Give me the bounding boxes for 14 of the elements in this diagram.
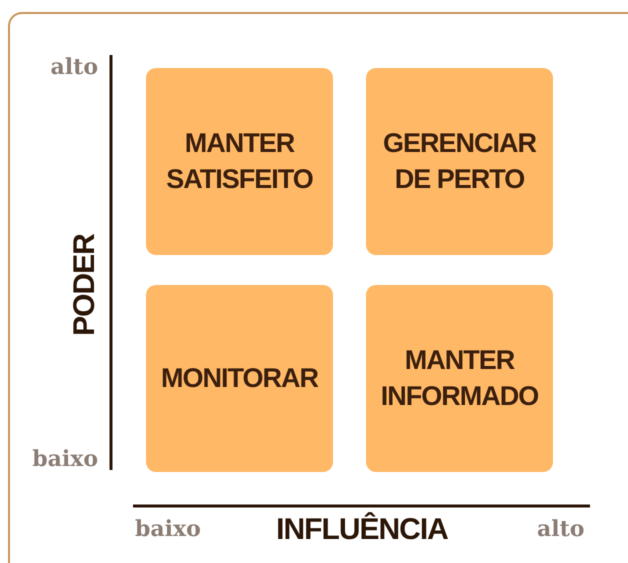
axis-value: alto (50, 54, 98, 80)
axis-value: baixo (32, 446, 98, 472)
quadrant-label: GERENCIAR DE PERTO (382, 127, 538, 196)
axis-value: baixo (135, 516, 201, 542)
quadrant-label: MANTER INFORMADO (380, 344, 540, 412)
quadrant-box (366, 285, 553, 472)
axis-title: INFLUÊNCIA (276, 513, 448, 547)
quadrant-label: MANTER SATISFEITO (165, 127, 314, 196)
axis-value: alto (537, 516, 584, 542)
quadrant-box (146, 68, 333, 255)
quadrant-label: MONITORAR (160, 362, 320, 395)
axis-title: PODER (68, 234, 102, 336)
quadrant-box (146, 285, 333, 472)
quadrant-box (366, 68, 553, 255)
